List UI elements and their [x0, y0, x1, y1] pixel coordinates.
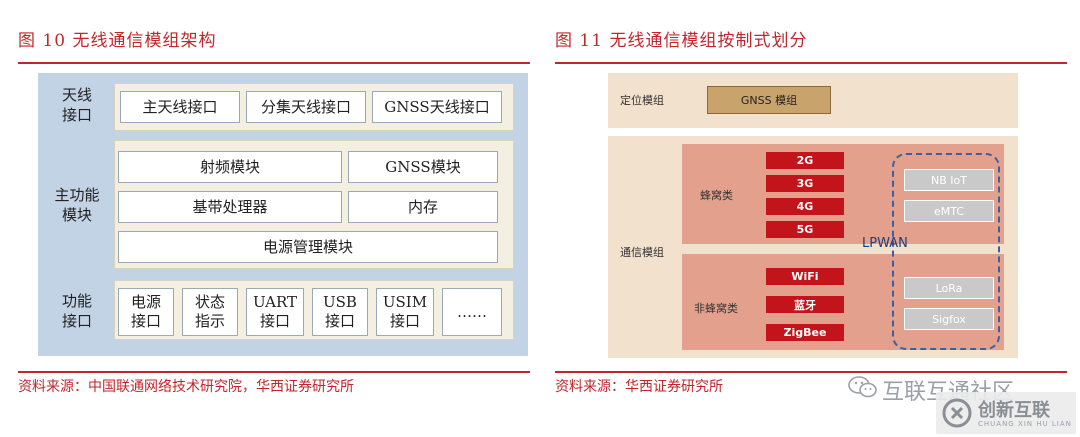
- cellular-2g: 2G: [766, 152, 844, 169]
- wechat-icon: [848, 374, 878, 400]
- right-source-rule: [555, 371, 1067, 373]
- gnss-antenna-interface: GNSS天线接口: [372, 91, 502, 123]
- baseband-processor: 基带处理器: [118, 191, 342, 223]
- usim-interface: USIM 接口: [376, 288, 434, 336]
- status-indicator: 状态 指示: [182, 288, 238, 336]
- right-figure-title: 图 11 无线通信模组按制式划分: [555, 31, 808, 51]
- lpwan-nb-iot: NB IoT: [904, 169, 994, 191]
- main-function-group-label: 主功能 模块: [54, 186, 100, 224]
- left-figure-title: 图 10 无线通信模组架构: [18, 31, 217, 51]
- power-management-module: 电源管理模块: [118, 231, 498, 263]
- lpwan-emtc: eMTC: [904, 200, 994, 222]
- antenna-group-label: 天线 接口: [61, 86, 92, 124]
- noncellular-bluetooth: 蓝牙: [766, 296, 844, 313]
- diversity-antenna-interface: 分集天线接口: [246, 91, 366, 123]
- noncellular-zigbee: ZigBee: [766, 324, 844, 341]
- left-source: 资料来源：中国联通网络技术研究院，华西证券研究所: [18, 379, 354, 395]
- communication-module-label: 通信模组: [620, 246, 664, 259]
- lpwan-outline: [892, 153, 1000, 350]
- gnss-module-box: GNSS 模组: [707, 86, 831, 114]
- non-cellular-label: 非蜂窝类: [694, 302, 738, 315]
- left-source-rule: [18, 371, 530, 373]
- lpwan-sigfox: Sigfox: [904, 308, 994, 330]
- cellular-4g: 4G: [766, 198, 844, 215]
- main-antenna-interface: 主天线接口: [120, 91, 240, 123]
- more-interfaces: ……: [442, 288, 502, 336]
- left-diagram-panel: 天线 接口 主天线接口 分集天线接口 GNSS天线接口 主功能 模块 射频模块 …: [38, 73, 528, 356]
- right-title-rule: [555, 62, 1067, 64]
- power-interface: 电源 接口: [118, 288, 174, 336]
- function-interface-group-label: 功能 接口: [61, 292, 92, 330]
- left-title-rule: [18, 62, 530, 64]
- positioning-module-label: 定位模组: [620, 94, 664, 107]
- memory-module: 内存: [348, 191, 498, 223]
- lpwan-lora: LoRa: [904, 277, 994, 299]
- brand-logo: 创新互联 CHUANG XIN HU LIAN: [936, 392, 1076, 434]
- brand-name: 创新互联: [978, 400, 1050, 421]
- cellular-5g: 5G: [766, 221, 844, 238]
- brand-logo-icon: [942, 398, 972, 428]
- lpwan-label: LPWAN: [862, 236, 908, 251]
- usb-interface: USB 接口: [312, 288, 368, 336]
- noncellular-wifi: WiFi: [766, 268, 844, 285]
- cellular-3g: 3G: [766, 175, 844, 192]
- brand-subtitle: CHUANG XIN HU LIAN: [978, 420, 1072, 428]
- right-source: 资料来源：华西证券研究所: [555, 379, 723, 395]
- cellular-label: 蜂窝类: [700, 189, 733, 202]
- uart-interface: UART 接口: [246, 288, 304, 336]
- rf-module: 射频模块: [118, 151, 342, 183]
- gnss-module: GNSS模块: [348, 151, 498, 183]
